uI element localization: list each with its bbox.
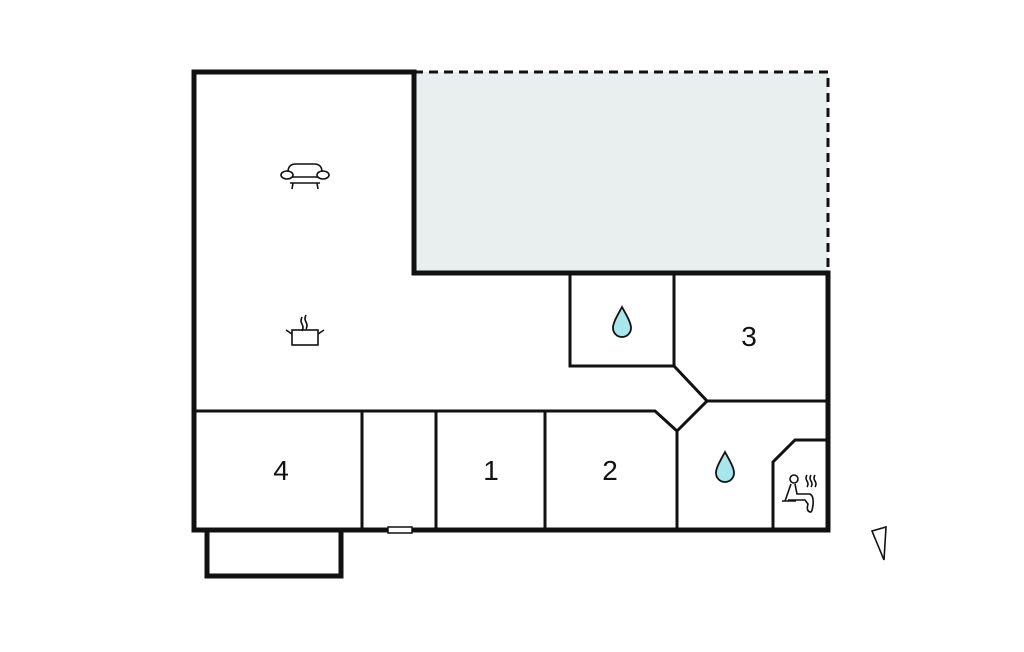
room-label-2: 2 [602,455,618,486]
cooking-pot-icon [285,314,325,346]
sauna-icon [782,474,817,513]
entrance-door [387,526,413,534]
north-arrow-icon [870,525,887,561]
room-label-3: 3 [741,321,757,352]
balcony [204,530,344,579]
sofa-icon [280,163,330,190]
terrace-outline [414,70,830,273]
water-drop-icon [612,305,632,338]
room-label-1: 1 [483,455,499,486]
exterior-walls [191,69,831,533]
room-label-4: 4 [273,455,289,486]
water-drop-icon [715,450,735,483]
interior-walls [194,273,828,530]
terrace-area [414,72,828,273]
